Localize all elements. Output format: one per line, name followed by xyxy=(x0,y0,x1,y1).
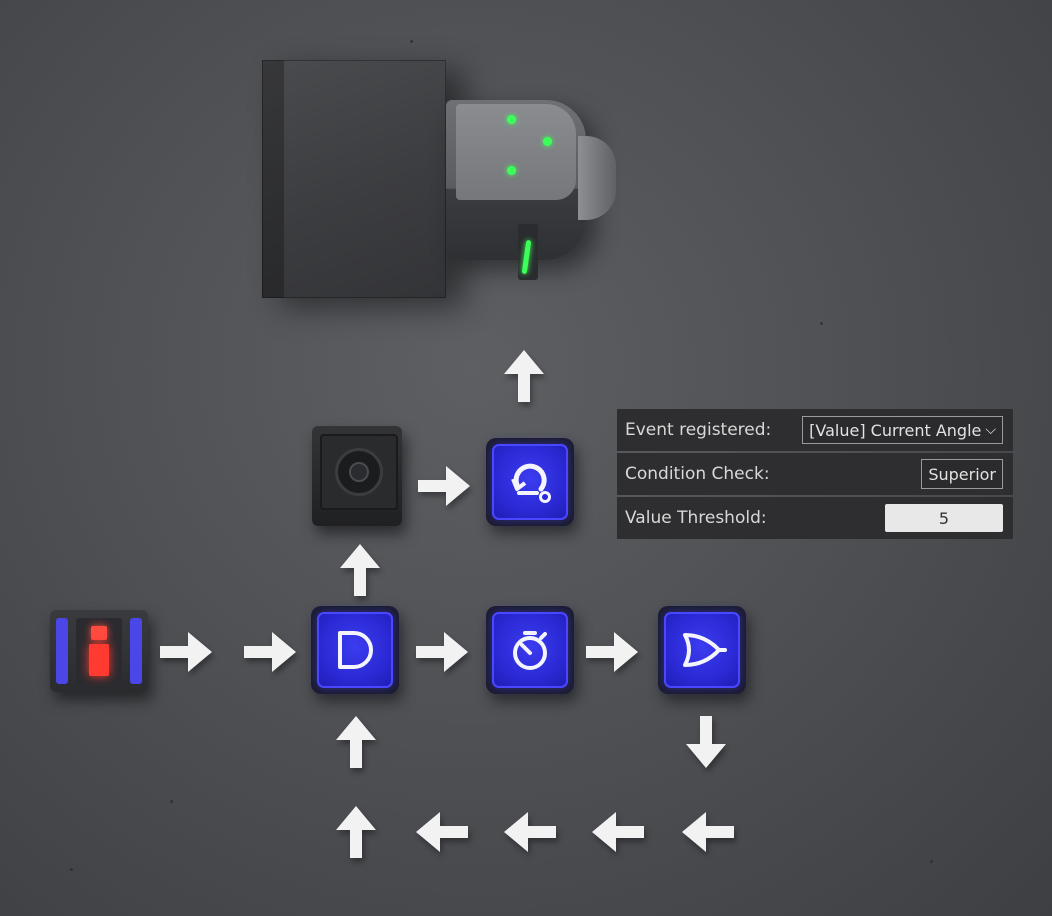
robot-nose xyxy=(578,136,616,220)
rotation-sensor-icon xyxy=(335,448,383,496)
rotate-event-tile[interactable] xyxy=(486,438,574,526)
chevron-down-icon: ⌵ xyxy=(985,422,996,438)
arrow-left-icon xyxy=(498,800,562,864)
condition-check-button[interactable]: Superior xyxy=(921,459,1003,489)
and-gate-icon xyxy=(328,623,382,677)
arrow-up-icon xyxy=(492,344,556,408)
value-threshold-label: Value Threshold: xyxy=(625,508,767,528)
value-threshold-row: Value Threshold: 5 xyxy=(617,497,1013,539)
robot-top xyxy=(456,104,576,200)
event-registered-value: [Value] Current Angle xyxy=(809,421,981,440)
rotate-event-icon xyxy=(503,455,557,509)
robot-crate xyxy=(262,60,446,298)
event-registered-row: Event registered: [Value] Current Angle … xyxy=(617,409,1013,451)
arrow-right-icon xyxy=(154,620,218,684)
arrow-left-icon xyxy=(586,800,650,864)
arrow-right-icon xyxy=(412,454,476,518)
arrow-right-icon xyxy=(238,620,302,684)
value-threshold-input[interactable]: 5 xyxy=(885,504,1003,532)
and-gate-tile[interactable] xyxy=(311,606,399,694)
or-gate-tile[interactable] xyxy=(658,606,746,694)
robot-led xyxy=(507,115,516,124)
properties-panel: Event registered: [Value] Current Angle … xyxy=(617,409,1013,541)
arrow-up-icon xyxy=(328,538,392,602)
or-gate-icon xyxy=(675,623,729,677)
start-switch-icon xyxy=(76,618,122,684)
event-registered-label: Event registered: xyxy=(625,420,771,440)
arrow-up-icon xyxy=(324,710,388,774)
timer-icon xyxy=(503,623,557,677)
arrow-right-icon xyxy=(580,620,644,684)
arrow-down-icon xyxy=(674,710,738,774)
condition-check-row: Condition Check: Superior xyxy=(617,453,1013,495)
arrow-left-icon xyxy=(676,800,740,864)
arrow-left-icon xyxy=(410,800,474,864)
robot-led xyxy=(507,166,516,175)
rotation-sensor-tile[interactable] xyxy=(312,426,402,526)
event-registered-dropdown[interactable]: [Value] Current Angle ⌵ xyxy=(802,416,1003,444)
arrow-up-icon xyxy=(324,800,388,864)
timer-tile[interactable] xyxy=(486,606,574,694)
arrow-right-icon xyxy=(410,620,474,684)
condition-check-value: Superior xyxy=(928,465,996,484)
condition-check-label: Condition Check: xyxy=(625,464,770,484)
robot-led xyxy=(543,137,552,146)
start-switch-tile[interactable] xyxy=(50,610,148,692)
